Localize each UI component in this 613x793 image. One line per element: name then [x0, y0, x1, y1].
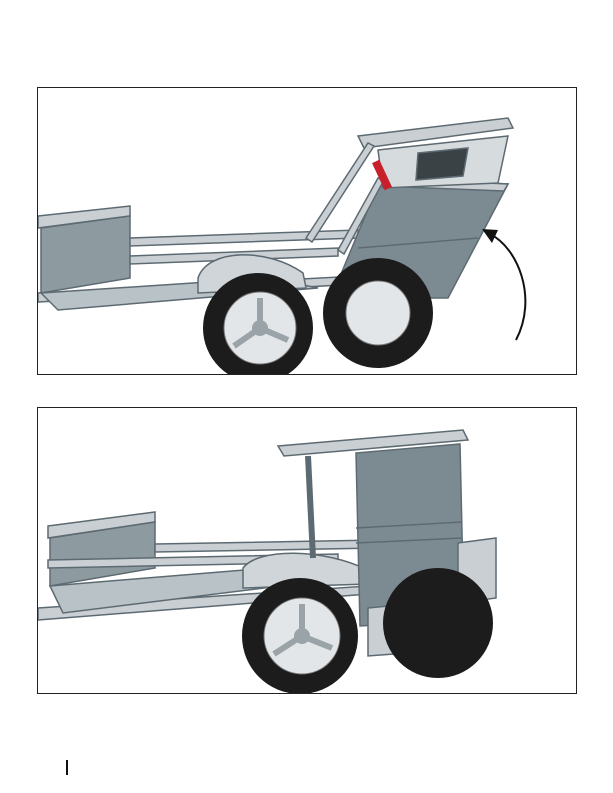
trailer-tilted-illustration: [38, 88, 576, 374]
rear-wheel: [323, 258, 433, 368]
page-margin-mark: [66, 760, 68, 775]
front-wheel: [242, 578, 358, 693]
trailer-stowed-illustration: [38, 408, 576, 693]
figure-panel-tilted: [37, 87, 577, 375]
rear-wheel: [383, 568, 493, 678]
curved-up-arrow: [482, 229, 525, 340]
figure-panel-stowed: [37, 407, 577, 694]
